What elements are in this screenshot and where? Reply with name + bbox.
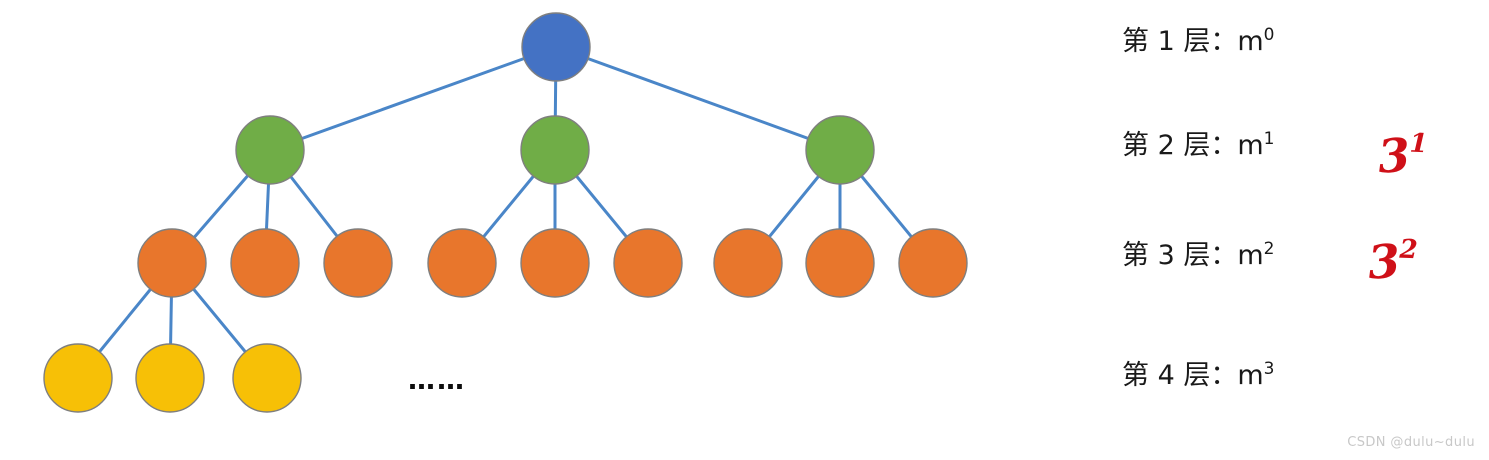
level-label-text: 第 4 层：m: [1122, 360, 1264, 391]
level-label: 第 1 层：m0: [1122, 22, 1274, 62]
tree-node-level-3[interactable]: [805, 228, 875, 298]
node-layer: [43, 12, 968, 413]
level-label-text: 第 2 层：m: [1122, 130, 1264, 161]
tree-edge: [268, 45, 558, 152]
tree-node-level-3[interactable]: [323, 228, 393, 298]
legend-row: 第 1 层：m0: [1110, 22, 1489, 76]
annotation-base: 3: [1376, 127, 1412, 184]
tree-diagram: ……: [43, 12, 968, 413]
edge-layer: [76, 45, 935, 380]
tree-node-level-2[interactable]: [235, 115, 305, 185]
ellipsis-marker: ……: [408, 365, 466, 396]
annotation-exponent: 1: [1408, 128, 1429, 159]
tree-node-level-3[interactable]: [898, 228, 968, 298]
tree-node-level-4[interactable]: [135, 343, 205, 413]
tree-node-level-3[interactable]: [137, 228, 207, 298]
tree-node-level-1[interactable]: [521, 12, 591, 82]
level-label: 第 4 层：m3: [1122, 356, 1274, 396]
tree-node-level-2[interactable]: [805, 115, 875, 185]
watermark: CSDN @dulu~dulu: [1347, 435, 1475, 450]
legend-row: 第 4 层：m3: [1110, 356, 1489, 410]
annotation-base: 3: [1366, 233, 1402, 290]
tree-node-level-4[interactable]: [43, 343, 113, 413]
level-label-text: 第 3 层：m: [1122, 240, 1264, 271]
tree-node-level-4[interactable]: [232, 343, 302, 413]
handwritten-annotation: 32: [1366, 234, 1419, 290]
annotation-exponent: 2: [1398, 234, 1419, 265]
tree-node-level-3[interactable]: [613, 228, 683, 298]
tree-graphic: [43, 12, 968, 413]
handwritten-annotation: 31: [1376, 128, 1429, 184]
level-label: 第 3 层：m2: [1122, 236, 1274, 276]
tree-node-level-3[interactable]: [520, 228, 590, 298]
level-label-exponent: 0: [1263, 25, 1275, 45]
level-label-exponent: 3: [1263, 359, 1275, 379]
level-label-exponent: 2: [1263, 239, 1275, 259]
level-label: 第 2 层：m1: [1122, 126, 1274, 166]
tree-node-level-3[interactable]: [713, 228, 783, 298]
tree-node-level-3[interactable]: [230, 228, 300, 298]
tree-node-level-2[interactable]: [520, 115, 590, 185]
tree-edge: [554, 45, 842, 152]
level-label-exponent: 1: [1263, 129, 1275, 149]
tree-node-level-3[interactable]: [427, 228, 497, 298]
level-label-text: 第 1 层：m: [1122, 26, 1264, 57]
